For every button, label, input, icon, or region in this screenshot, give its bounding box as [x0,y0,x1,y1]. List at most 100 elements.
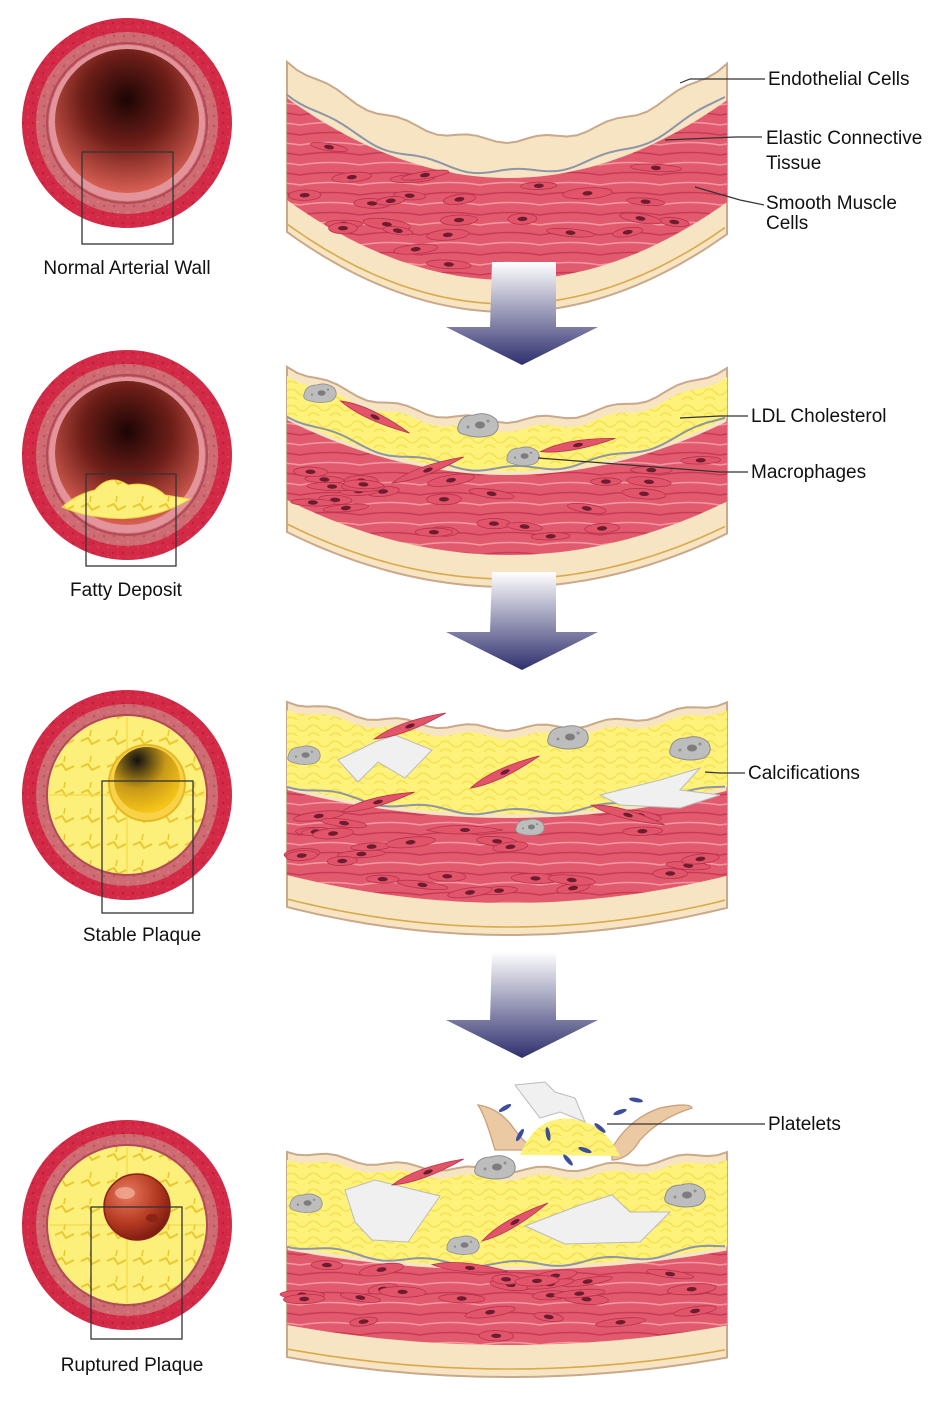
muscle-cell [464,1305,516,1319]
cell-nucleus [494,888,504,893]
muscle-cell [365,874,400,884]
cell-nucleus [669,219,680,225]
cell-nucleus [486,491,497,496]
muscle-cell [396,879,449,891]
macrophage [547,725,589,750]
platelet [563,1154,573,1166]
platelet [498,1104,512,1112]
muscle-cell [400,169,450,181]
cell-nucleus [574,1291,585,1296]
cell-nucleus [319,477,330,482]
cell-nucleus [597,526,607,531]
migrating-muscle-cell [373,712,446,740]
muscle-cell [343,479,384,490]
muscle-cell [285,850,318,862]
migrating-muscle-cell [339,400,410,434]
strip-ruptured [279,1081,728,1378]
cell-nucleus [313,813,324,819]
macrophage [287,745,321,765]
cell-nucleus [568,885,579,891]
cell-nucleus [665,1271,676,1277]
migrating-muscle-cell [339,791,415,813]
muscle-cell [312,827,354,840]
cell-nucleus [545,534,556,539]
muscle-cell [293,466,328,478]
caption-normal-arterial-wall: Normal Arterial Wall [43,258,211,279]
cell-nucleus [519,524,530,529]
muscle-cell [393,243,439,255]
cell-nucleus [307,500,318,505]
muscle-cell [567,502,607,514]
cell-nucleus [582,1279,593,1284]
cell-nucleus [337,858,348,864]
strip-fatty [286,365,728,589]
muscle-cell [612,226,644,238]
cell-nucleus [327,484,338,489]
cell-nucleus [366,844,377,849]
platelet [545,1127,551,1141]
cell-nucleus [446,477,456,483]
leader-ldl [679,415,748,419]
cell-nucleus [299,192,310,198]
cell-nucleus [644,479,654,485]
cross-section-stable [22,690,232,914]
platelet [594,1123,606,1133]
muscle-cell [293,810,345,822]
migrating-muscle-cell [469,755,540,789]
cell-nucleus [650,165,661,171]
muscle-cell [426,493,462,506]
muscle-cell [533,1311,564,1322]
leader-calcifications [704,771,745,774]
label-calcifications: Calcifications [748,763,860,784]
label-platelets: Platelets [768,1114,841,1135]
muscle-cell [514,1275,560,1287]
macrophage [664,1183,706,1208]
cell-nucleus [532,1278,542,1284]
cell-nucleus [339,820,349,826]
cell-nucleus [582,191,593,196]
muscle-cell [427,473,475,487]
muscle-cell [590,477,622,486]
muscle-cell [506,521,543,532]
cell-nucleus [442,874,453,879]
caption-stable-plaque: Stable Plaque [82,925,202,946]
cell-nucleus [690,1308,701,1314]
cell-nucleus [695,458,706,463]
down-arrow-icon [446,952,598,1058]
muscle-cell [652,868,689,879]
muscle-cell [491,1273,521,1285]
cell-nucleus [338,225,348,231]
cell-nucleus [683,863,694,868]
cell-nucleus [566,877,577,883]
muscle-cell [290,498,336,507]
platelet [613,1108,627,1116]
muscle-cell [646,1268,694,1280]
muscle-cell [666,1283,717,1296]
elastic-connective-tissue [286,94,726,175]
cell-nucleus [492,839,503,844]
macrophage [515,818,545,836]
leader-endothelial [679,78,765,84]
caption-ruptured-plaque: Ruptured Plaque [60,1355,204,1376]
down-arrow-icon [446,572,598,670]
muscle-cell [492,841,529,853]
muscle-cell [414,527,454,537]
strip-normal [286,59,728,314]
cell-nucleus [491,1333,502,1339]
muscle-cell [322,503,369,513]
muscle-cell [378,1286,427,1298]
muscle-cell [310,142,348,153]
label-endothelial-cells: Endothelial Cells [768,69,910,90]
cell-nucleus [565,230,576,235]
muscle-cell [584,523,620,534]
muscle-cell [681,853,720,865]
muscle-cell [547,874,596,886]
label-elastic-connective: Elastic Connective [766,128,923,149]
muscle-cell [425,259,472,270]
adventitia-edge [286,898,726,928]
cell-nucleus [417,882,428,888]
label-smooth-muscle: Smooth Muscle [766,193,897,214]
muscle-cell [619,212,662,225]
cell-nucleus [545,1293,556,1298]
cell-nucleus [439,497,449,502]
